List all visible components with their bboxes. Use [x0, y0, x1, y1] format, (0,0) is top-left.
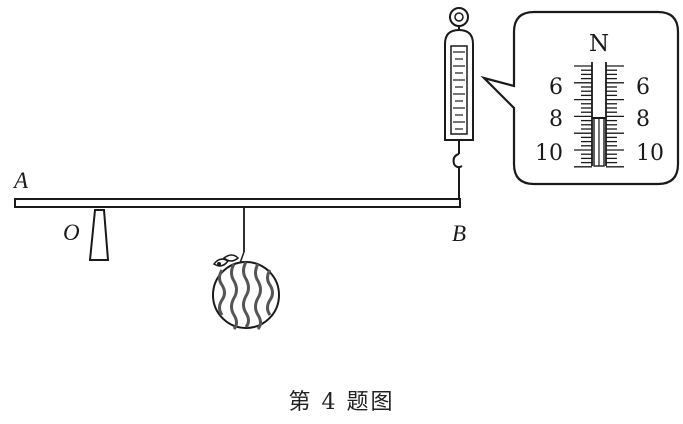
scale-right-tick-6: 6 — [636, 75, 650, 100]
watermelon — [212, 254, 280, 330]
spring-scale — [444, 7, 474, 199]
scale-left-tick-6: 6 — [549, 75, 563, 100]
scale-left-tick-8: 8 — [549, 107, 563, 132]
scale-unit-label: N — [589, 31, 609, 57]
point-a-label: A — [12, 168, 29, 193]
scale-callout-bubble — [480, 10, 680, 186]
scale-left-tick-10: 10 — [535, 141, 563, 166]
fulcrum — [88, 209, 110, 261]
lever-bar — [14, 198, 461, 208]
scale-right-tick-10: 10 — [636, 141, 664, 166]
magnified-scale — [574, 62, 624, 168]
scale-right-tick-8: 8 — [636, 107, 650, 132]
point-b-label: B — [452, 221, 466, 246]
figure-caption: 第 4 题图 — [288, 390, 395, 415]
point-o-label: O — [63, 220, 80, 245]
